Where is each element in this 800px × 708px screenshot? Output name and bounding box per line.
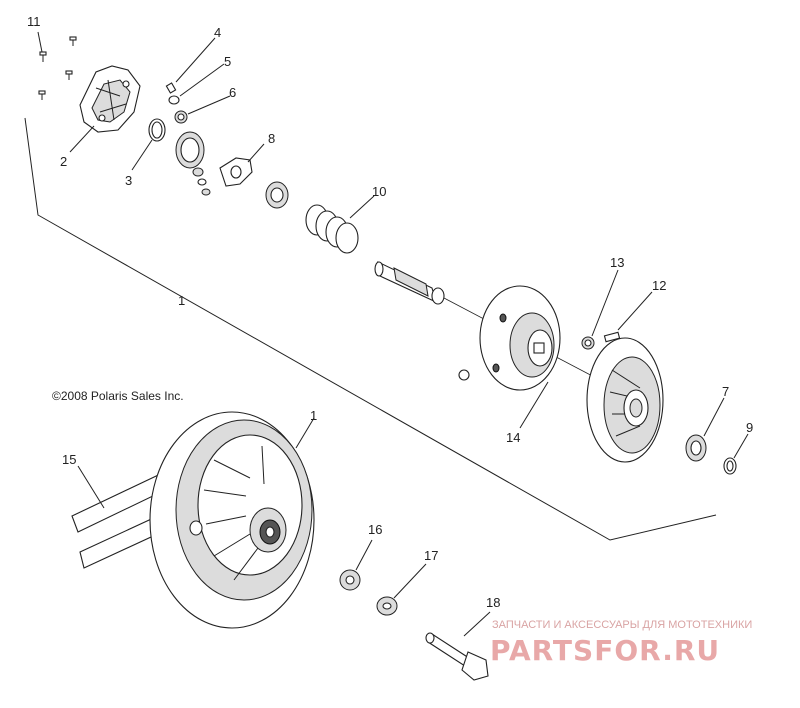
roller-assembly	[175, 131, 211, 196]
part-7-bearing	[685, 434, 707, 462]
callout-5: 5	[224, 54, 231, 69]
assembly-bracket	[24, 117, 717, 541]
callout-8: 8	[268, 131, 275, 146]
callout-9: 9	[746, 420, 753, 435]
callout-7: 7	[722, 384, 729, 399]
part-8-clip	[219, 157, 253, 187]
part-17-washer	[376, 596, 398, 616]
callout-2: 2	[60, 154, 67, 169]
callout-16: 16	[368, 522, 382, 537]
part-13-bushing	[581, 336, 595, 350]
part-12-screw	[603, 331, 621, 343]
part-1-clutch-assembly	[149, 411, 315, 629]
callout-3: 3	[125, 173, 132, 188]
watermark-brand: PARTSFOR.RU	[490, 634, 720, 667]
callout-4: 4	[214, 25, 221, 40]
part-9-snap-ring	[723, 457, 737, 475]
callout-1-bottom: 1	[310, 408, 317, 423]
part-6-bearing	[174, 110, 188, 124]
watermark-tagline: ЗАПЧАСТИ И АКСЕССУАРЫ ДЛЯ МОТОТЕХНИКИ	[492, 619, 752, 631]
callout-labels: 11 4 5 6 2 3 8 10 1 13 12 14 7 9 1 15 16…	[27, 14, 753, 610]
copyright-notice: ©2008 Polaris Sales Inc.	[52, 389, 184, 403]
callout-10: 10	[372, 184, 386, 199]
callout-6: 6	[229, 85, 236, 100]
part-5-washer	[168, 95, 180, 105]
watermark: ЗАПЧАСТИ И АКСЕССУАРЫ ДЛЯ МОТОТЕХНИКИ PA…	[490, 619, 752, 667]
callout-12: 12	[652, 278, 666, 293]
part-4-pin	[165, 82, 177, 94]
fixed-sheave	[479, 285, 561, 391]
callout-13: 13	[610, 255, 624, 270]
callout-15: 15	[62, 452, 76, 467]
callout-18: 18	[486, 595, 500, 610]
callout-17: 17	[424, 548, 438, 563]
callout-14: 14	[506, 430, 520, 445]
moveable-sheave	[586, 337, 664, 463]
part-10-spring	[305, 204, 359, 254]
leader-lines	[37, 31, 749, 637]
part-11-screws	[38, 36, 77, 100]
part-18-bolt	[425, 632, 489, 681]
part-3-snap-ring	[148, 118, 166, 142]
part-2-cover	[79, 65, 141, 133]
part-16-washer	[339, 569, 361, 591]
callout-11: 11	[27, 14, 41, 29]
small-pin	[458, 369, 470, 381]
spring-seat	[265, 181, 289, 209]
callout-1-top: 1	[178, 293, 185, 308]
